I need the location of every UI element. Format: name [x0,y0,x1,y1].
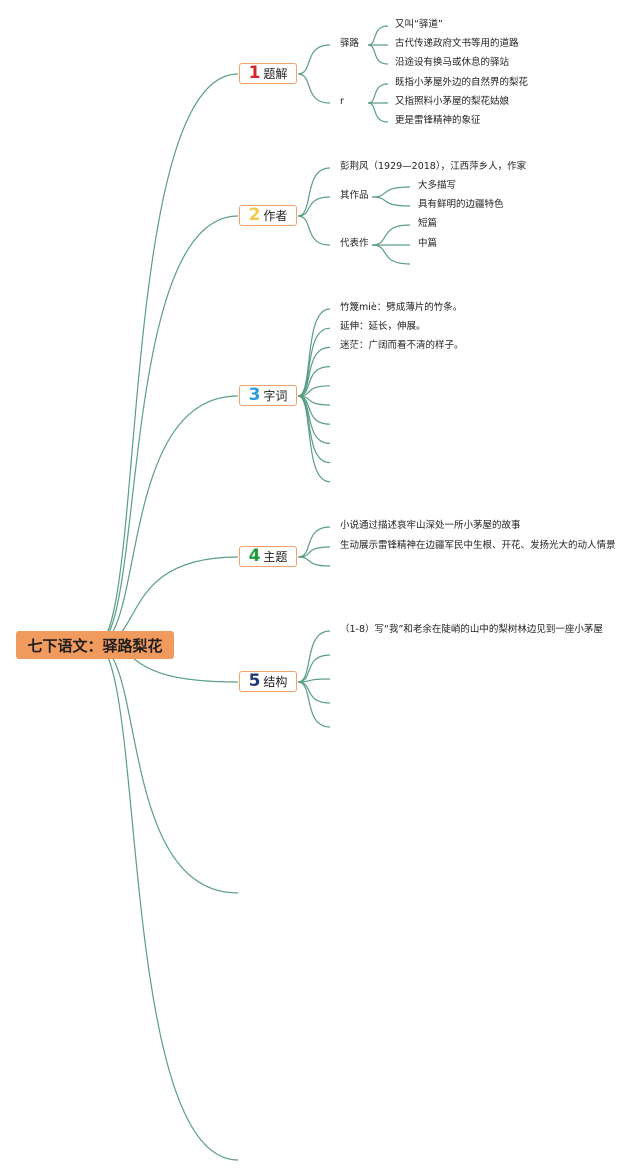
topic-label: 字词 [263,389,288,403]
t1-leaf-connector [367,44,389,65]
t2-leaf-connector [371,244,411,265]
t5-leaf[interactable]: （1-8）写“我”和老余在陡峭的山中的梨树林边见到一座小茅屋 [340,624,603,635]
topic-label: 题解 [263,67,288,81]
t2-leaf[interactable]: 中篇 [418,238,438,249]
t1-leaf-connector [367,83,389,104]
t2-leaf[interactable]: 短篇 [418,218,438,229]
t2-sub-3[interactable]: 代表作 [340,238,369,249]
topic-number: 1 [248,63,261,83]
t2-sub-connector [297,215,331,246]
t1-leaf[interactable]: 古代传递政府文书等用的道路 [395,38,519,49]
root-branch-empty-2 [95,644,239,1161]
root-node[interactable]: 七下语文：驿路梨花 [16,631,174,659]
topic-number: 4 [248,546,261,566]
t1-leaf[interactable]: 更是雷锋精神的象征 [395,115,481,126]
root-branch-empty-1 [95,644,239,894]
t1-leaf[interactable]: 沿途设有换马或休息的驿站 [395,57,510,68]
t4-connector [297,526,331,558]
t3-connector [297,395,331,464]
t2-leaf[interactable]: 大多描写 [418,180,457,191]
t4-connector [297,556,331,567]
t5-connector [297,681,331,704]
topic-number: 2 [248,205,261,225]
t1-leaf[interactable]: 又叫“驿道” [395,19,443,30]
t1-leaf-connector [367,102,389,123]
t4-leaf[interactable]: 小说通过描述哀牢山深处一所小茅屋的故事 [340,520,521,531]
t3-leaf[interactable]: 迷茫：广阔而看不清的样子。 [340,340,464,352]
t1-sub-connector [297,44,331,75]
t5-connector [297,654,331,683]
t1-sub-connector [297,73,331,104]
topic-label: 作者 [263,209,288,223]
root-branch-1 [95,73,239,646]
t2-leaf-connector [371,196,411,207]
t3-leaf[interactable]: 竹篾miè：劈成薄片的竹条。 [340,302,463,313]
t1-leaf[interactable]: 又指照料小茅屋的梨花姑娘 [395,96,510,107]
topic-label: 主题 [263,550,288,564]
topic-number: 3 [248,385,261,405]
t1-leaf[interactable]: 既指小茅屋外边的自然界的梨花 [395,77,529,88]
t5-connector [297,630,331,683]
topic-number: 5 [248,671,261,691]
t3-connector [297,395,331,483]
t2-leaf-connector [371,224,411,246]
t3-connector [297,308,331,397]
t2-sub-2[interactable]: 其作品 [340,190,369,201]
t2-leaf-connector [371,186,411,198]
t1-sub-1[interactable]: 驿路 [340,38,360,49]
root-branch-2 [95,215,239,646]
t1-sub-2[interactable]: r [340,96,344,107]
t3-leaf[interactable]: 延伸：延长，伸展。 [340,321,426,333]
t2-leaf[interactable]: 具有鲜明的边疆特色 [418,199,504,210]
t5-connector [297,681,331,728]
t1-leaf-connector [367,25,389,46]
root-title: 七下语文：驿路梨花 [27,636,163,655]
t4-leaf[interactable]: 生动展示雷锋精神在边疆军民中生根、开花、发扬光大的动人情景 [340,540,616,551]
t2-sub-1[interactable]: 彭荆风（1929—2018），江西萍乡人，作家 [340,161,527,172]
t2-sub-connector [297,196,331,217]
topic-label: 结构 [263,675,288,689]
t2-sub-connector [297,167,331,217]
